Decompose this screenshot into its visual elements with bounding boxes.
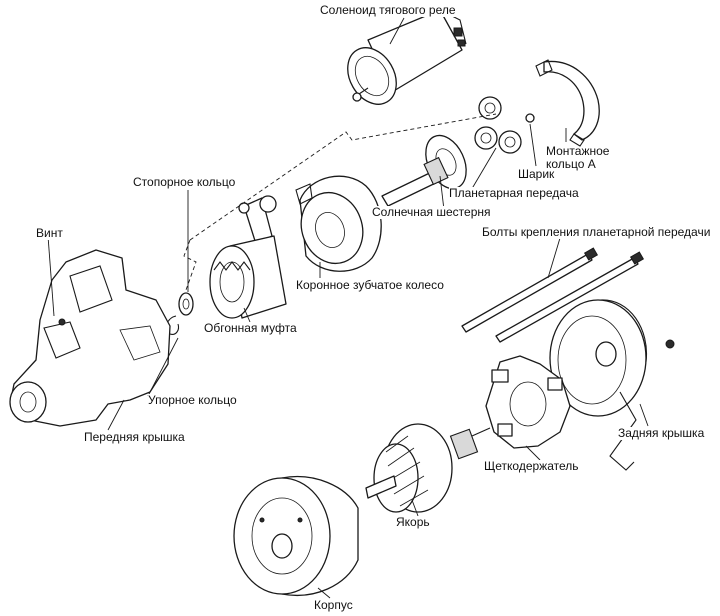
armature-label: Якорь bbox=[396, 515, 430, 529]
brush-holder-label: Щеткодержатель bbox=[484, 459, 579, 473]
rear-cover-label: Задняя крышка bbox=[618, 426, 705, 440]
armature-part bbox=[365, 423, 491, 513]
solenoid-part bbox=[347, 9, 467, 105]
brush-holder-part bbox=[485, 355, 571, 449]
stop-ring-part bbox=[178, 292, 194, 316]
ball-part bbox=[525, 113, 535, 123]
planetary-bolts-part bbox=[461, 247, 645, 343]
rear-cover-part bbox=[549, 299, 675, 471]
planetary-gears-part bbox=[474, 96, 522, 154]
front-cover-part bbox=[9, 249, 171, 427]
housing-part bbox=[233, 476, 359, 596]
overrunning-clutch-label: Обгонная муфта bbox=[204, 321, 297, 335]
lever-part bbox=[238, 195, 277, 245]
ring-gear-part bbox=[295, 175, 382, 272]
planetary-bolts-label: Болты крепления планетарной передачи bbox=[482, 225, 711, 239]
ball-label: Шарик bbox=[518, 167, 555, 181]
assembly-axis-line bbox=[183, 113, 497, 291]
screw-label: Винт bbox=[36, 226, 63, 240]
housing-label: Корпус bbox=[314, 598, 353, 612]
solenoid-label: Соленоид тягового реле bbox=[320, 3, 456, 17]
sun-gear-label: Солнечная шестерня bbox=[372, 205, 491, 219]
mounting-ring-label: Монтажное кольцо А bbox=[546, 144, 610, 171]
planetary-gear-label: Планетарная передача bbox=[449, 186, 579, 200]
leader-lines bbox=[47, 17, 649, 599]
sun-gear-part bbox=[381, 134, 467, 207]
front-cover-label: Передняя крышка bbox=[84, 430, 185, 444]
ring-gear-label: Коронное зубчатое колесо bbox=[296, 278, 444, 292]
retaining-ring-label: Стопорное кольцо bbox=[133, 175, 236, 189]
mounting-ring-part bbox=[535, 59, 600, 147]
overrunning-clutch-part bbox=[209, 235, 287, 319]
thrust-ring-label: Упорное кольцо bbox=[148, 393, 237, 407]
